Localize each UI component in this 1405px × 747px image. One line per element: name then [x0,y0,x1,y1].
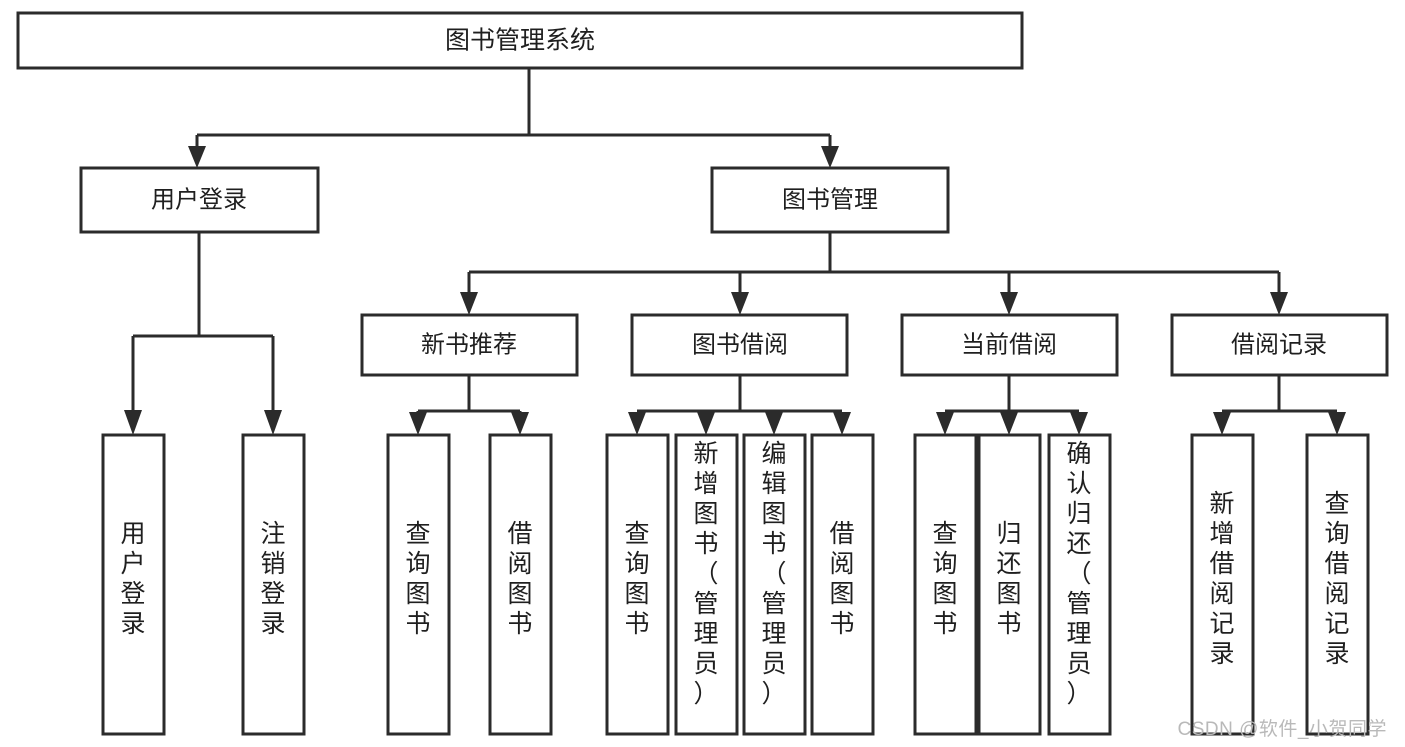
leaf-borrow-query-label: 查询图书 [624,520,649,638]
leaf-borrow-query-box[interactable] [605,433,670,736]
node-root-label: 图书管理系统 [445,27,595,55]
arrowhead-borrow-record-leaf1 [1213,412,1231,435]
arrowhead-new-book-leaf1 [409,412,427,435]
leaf-current-query-box[interactable] [913,433,978,736]
leaf-current-return[interactable]: 归还图书 [977,433,1042,736]
leaf-borrow-edit-book-label: 编辑图书（管理员） [761,440,786,708]
node-user-login-label: 用户登录 [151,186,247,213]
leaf-current-confirm-return-label: 确认归还（管理员） [1066,440,1091,708]
node-current-borrow-box[interactable] [900,313,1119,377]
leaf-borrow-book-label: 借阅图书 [829,520,854,638]
leaf-logout-box[interactable] [241,433,306,736]
arrowhead-current-borrow-leaf2 [1000,412,1018,435]
node-borrow-record-label: 借阅记录 [1231,331,1327,358]
leaf-current-confirm-return-box[interactable] [1047,433,1112,736]
leaf-user-login-label: 用户登录 [120,520,145,638]
arrowhead-user-login-leaf2 [264,410,282,435]
leaf-new-book-query-box[interactable] [386,433,451,736]
arrowhead-borrow-record [1270,292,1288,315]
node-current-borrow-label: 当前借阅 [961,331,1057,358]
node-book-management[interactable]: 图书管理 [710,166,950,234]
node-new-book-recommend[interactable]: 新书推荐 [360,313,579,377]
leaf-borrow-add-book-label: 新增图书（管理员） [693,440,718,708]
node-book-management-box[interactable] [710,166,950,234]
leaf-current-return-box[interactable] [977,433,1042,736]
leaf-borrow-add-book[interactable]: 新增图书（管理员） [674,433,739,736]
node-user-login-box[interactable] [79,166,320,234]
node-root-box[interactable] [16,11,1024,70]
arrowhead-new-book [460,292,478,315]
arrowhead-current-borrow [1000,292,1018,315]
leaf-borrow-edit-book-box[interactable] [742,433,807,736]
node-new-book-recommend-box[interactable] [360,313,579,377]
leaf-record-query[interactable]: 查询借阅记录 [1305,433,1370,736]
arrowhead-borrow-record-leaf2 [1328,412,1346,435]
arrowhead-user-login [188,146,206,168]
leaf-borrow-add-book-box[interactable] [674,433,739,736]
arrowhead-current-borrow-leaf1 [936,412,954,435]
leaf-user-login-box[interactable] [101,433,166,736]
node-new-book-recommend-label: 新书推荐 [421,331,517,358]
leaf-record-query-label: 查询借阅记录 [1324,490,1349,668]
node-borrow-record[interactable]: 借阅记录 [1170,313,1389,377]
connector-layer [124,68,1346,435]
node-root[interactable]: 图书管理系统 [16,11,1024,70]
arrowhead-book-borrow [731,292,749,315]
node-user-login[interactable]: 用户登录 [79,166,320,234]
leaf-borrow-edit-book[interactable]: 编辑图书（管理员） [742,433,807,736]
leaf-current-return-label: 归还图书 [996,520,1021,638]
arrowhead-book-borrow-leaf1 [628,412,646,435]
leaf-borrow-book[interactable]: 借阅图书 [810,433,875,736]
node-book-management-label: 图书管理 [782,186,878,213]
leaf-current-query[interactable]: 查询图书 [913,433,978,736]
leaf-new-book-borrow[interactable]: 借阅图书 [488,433,553,736]
leaf-current-confirm-return[interactable]: 确认归还（管理员） [1047,433,1112,736]
node-book-borrow[interactable]: 图书借阅 [630,313,849,377]
leaf-record-query-box[interactable] [1305,433,1370,736]
leaf-new-book-query[interactable]: 查询图书 [386,433,451,736]
leaf-current-query-label: 查询图书 [932,520,957,638]
arrowhead-new-book-leaf2 [511,412,529,435]
leaf-borrow-query[interactable]: 查询图书 [605,433,670,736]
node-book-borrow-label: 图书借阅 [692,331,788,358]
leaf-record-add-label: 新增借阅记录 [1209,490,1234,668]
leaf-new-book-query-label: 查询图书 [405,520,430,638]
arrowhead-book-borrow-leaf4 [833,412,851,435]
arrowhead-user-login-leaf1 [124,410,142,435]
leaf-logout-label: 注销登录 [260,520,285,638]
leaf-record-add[interactable]: 新增借阅记录 [1190,433,1255,736]
leaf-logout[interactable]: 注销登录 [241,433,306,736]
leaf-new-book-borrow-label: 借阅图书 [507,520,532,638]
leaf-borrow-book-box[interactable] [810,433,875,736]
node-book-borrow-box[interactable] [630,313,849,377]
leaf-user-login[interactable]: 用户登录 [101,433,166,736]
node-current-borrow[interactable]: 当前借阅 [900,313,1119,377]
arrowhead-current-borrow-leaf3 [1070,412,1088,435]
arrowhead-book-borrow-leaf2 [697,412,715,435]
leaf-new-book-borrow-box[interactable] [488,433,553,736]
arrowhead-book-borrow-leaf3 [765,412,783,435]
leaf-record-add-box[interactable] [1190,433,1255,736]
node-borrow-record-box[interactable] [1170,313,1389,377]
arrowhead-book-mgmt [821,146,839,168]
